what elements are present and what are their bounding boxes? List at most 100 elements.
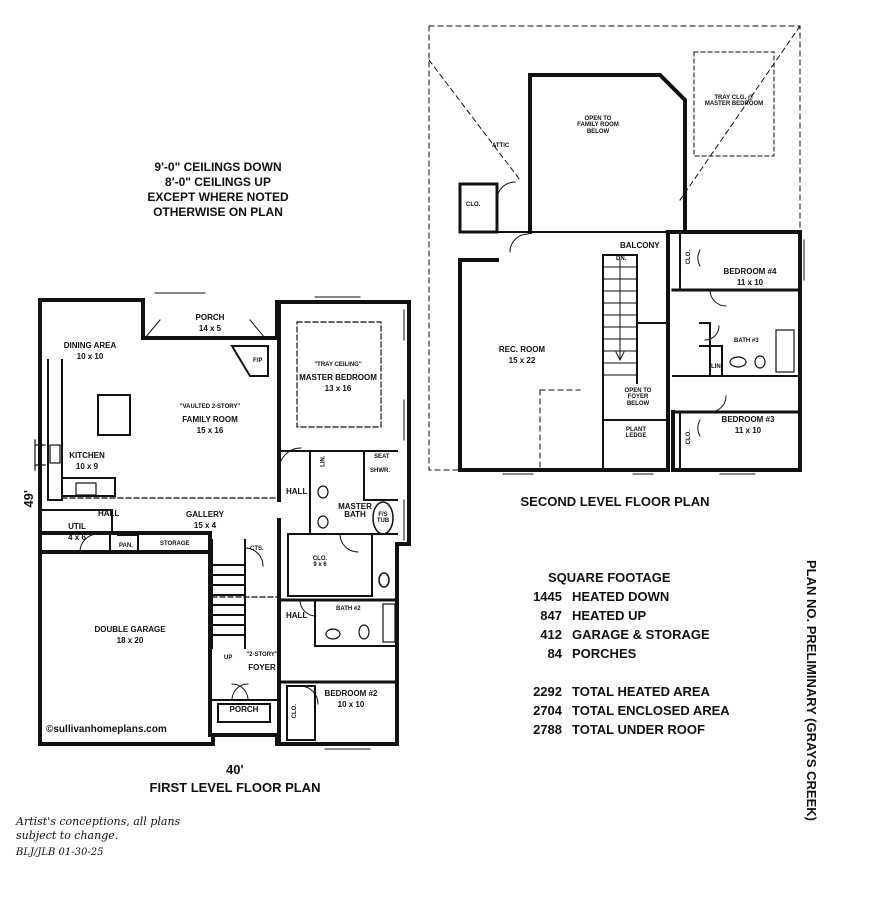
- room-name: REC. ROOM: [498, 345, 546, 354]
- sqft-label: TOTAL ENCLOSED AREA: [572, 703, 730, 718]
- first-floor-depth-dim: 49': [20, 490, 36, 508]
- plant-line-2: LEDGE: [625, 433, 647, 440]
- ceiling-note-line-1: 9'-0" CEILINGS DOWN: [154, 160, 282, 174]
- plant-line-1: PLANT: [626, 427, 646, 433]
- open-family-line-1: OPEN TO: [584, 116, 612, 122]
- room-dining: DINING AREA 10 x 10: [55, 336, 125, 361]
- room-size: 9 x 6: [313, 562, 327, 569]
- room-bedroom-2: BEDROOM #2 10 x 10: [318, 684, 384, 709]
- sqft-value: 847: [540, 608, 562, 623]
- open-foyer-line-3: BELOW: [626, 400, 650, 407]
- label-plant-ledge: PLANT LEDGE: [614, 427, 658, 440]
- room-name: DOUBLE GARAGE: [94, 625, 166, 634]
- label-bath-3: BATH #3: [734, 338, 759, 344]
- website-label: ©sullivanhomeplans.com: [46, 724, 167, 735]
- ceiling-note-line-3: EXCEPT WHERE NOTED: [147, 190, 289, 204]
- tray-ceiling-2nd: [693, 51, 775, 157]
- label-linen: LIN.: [320, 455, 327, 467]
- sqft-value: 84: [547, 646, 562, 661]
- sqft-value: 2788: [533, 722, 562, 737]
- open-foyer-line-1: OPEN TO: [624, 388, 652, 394]
- room-name: MASTER BEDROOM: [299, 373, 377, 383]
- label-fireplace: F/P: [253, 358, 263, 364]
- sqft-label: HEATED DOWN: [572, 589, 670, 604]
- room-name: UTIL: [68, 522, 86, 531]
- label-storage: STORAGE: [160, 541, 190, 547]
- sqft-value: 1445: [533, 589, 562, 604]
- square-footage-title: SQUARE FOOTAGE: [548, 570, 671, 585]
- label-stairs-down: DN.: [616, 256, 627, 262]
- plan-number: PLAN NO. PRELIMINARY (GRAYS CREEK): [804, 560, 819, 821]
- room-size: 15 x 22: [508, 355, 536, 365]
- room-name: DINING AREA: [63, 341, 117, 350]
- room-bedroom-3: BEDROOM #3 11 x 10: [712, 410, 784, 435]
- second-floor-interior: [496, 181, 805, 475]
- open-foyer-line-2: FOYER: [627, 394, 649, 401]
- label-fs: F/S: [378, 512, 388, 518]
- disclaimer-line-1: Artist's conceptions, all plans: [16, 815, 181, 828]
- label-up: UP: [224, 655, 233, 661]
- label-seat: SEAT: [374, 454, 390, 460]
- label-cts: CTS.: [250, 546, 264, 552]
- room-kitchen: KITCHEN 10 x 9: [62, 446, 112, 471]
- sqft-value: 2704: [533, 703, 562, 718]
- room-size: 13 x 16: [324, 384, 352, 394]
- room-family: "VAULTED 2-STORY" FAMILY ROOM 15 x 16: [160, 404, 260, 435]
- label-balcony: BALCONY: [620, 241, 660, 250]
- room-size: 10 x 9: [75, 461, 99, 471]
- label-attic: ATTIC: [492, 143, 510, 149]
- open-family-line-3: BELOW: [586, 128, 610, 135]
- room-master-bath: MASTER BATH: [330, 502, 380, 520]
- ceiling-note: 9'-0" CEILINGS DOWN 8'-0" CEILINGS UP EX…: [128, 160, 308, 220]
- room-name: FOYER: [248, 663, 276, 673]
- label-closet-bed-4: CLO.: [686, 249, 693, 265]
- ceiling-note-line-4: OTHERWISE ON PLAN: [153, 205, 283, 219]
- label-fs-tub: F/S TUB: [376, 512, 390, 525]
- room-name: BEDROOM #2: [324, 689, 378, 698]
- room-size: 15 x 4: [193, 520, 217, 530]
- room-name: KITCHEN: [69, 451, 105, 460]
- sqft-total-heated: 2292 TOTAL HEATED AREA: [520, 684, 710, 699]
- first-floor-walls: [38, 298, 411, 746]
- sqft-value: 2292: [533, 684, 562, 699]
- second-floor-outline: [428, 25, 801, 471]
- label-open-foyer: OPEN TO FOYER BELOW: [612, 388, 664, 407]
- room-name: FAMILY ROOM: [182, 415, 238, 425]
- room-size: 11 x 10: [734, 425, 762, 435]
- first-floor-title: FIRST LEVEL FLOOR PLAN: [149, 780, 321, 795]
- room-gallery: GALLERY 15 x 4: [170, 505, 240, 530]
- label-hall-2: HALL: [98, 509, 120, 518]
- disclaimer-line-2: subject to change.: [16, 829, 119, 842]
- room-master-bedroom: "TRAY CEILING" MASTER BEDROOM 13 x 16: [293, 362, 383, 393]
- sqft-label: TOTAL HEATED AREA: [572, 684, 710, 699]
- room-master-closet: CLO. 9 x 6: [305, 556, 335, 569]
- first-floor-width-dim: 40': [226, 762, 244, 777]
- sqft-row-heated-down: 1445 HEATED DOWN: [520, 589, 669, 604]
- sqft-label: PORCHES: [572, 646, 637, 661]
- label-hall-3: HALL: [286, 611, 308, 620]
- room-note: "TRAY CEILING": [314, 362, 362, 368]
- room-size: 15 x 16: [196, 426, 224, 436]
- room-size: 14 x 5: [198, 323, 222, 333]
- sqft-total-enclosed: 2704 TOTAL ENCLOSED AREA: [520, 703, 730, 718]
- label-pantry: PAN.: [119, 543, 133, 549]
- room-name-2: BATH: [344, 510, 366, 520]
- room-size: 4 x 6: [68, 532, 86, 542]
- room-name: BEDROOM #3: [721, 415, 775, 424]
- sqft-row-porches: 84 PORCHES: [520, 646, 637, 661]
- label-shower: SHWR.: [370, 468, 390, 474]
- label-tray-ceiling: TRAY CLG. @ MASTER BEDROOM: [698, 95, 770, 108]
- initials-date: BLJ/JLB 01-30-25: [16, 847, 104, 858]
- label-closet-bed-2: CLO.: [292, 703, 299, 719]
- room-util: UTIL 4 x 6: [62, 517, 92, 542]
- room-size: 10 x 10: [337, 699, 365, 709]
- tray-line-1: TRAY CLG. @: [714, 95, 754, 101]
- room-porch-rear: PORCH 14 x 5: [180, 308, 240, 333]
- room-size: 11 x 10: [736, 277, 764, 287]
- label-hall-1: HALL: [286, 487, 308, 496]
- room-size: 18 x 20: [116, 635, 144, 645]
- label-linen-2nd: LIN.: [711, 364, 723, 370]
